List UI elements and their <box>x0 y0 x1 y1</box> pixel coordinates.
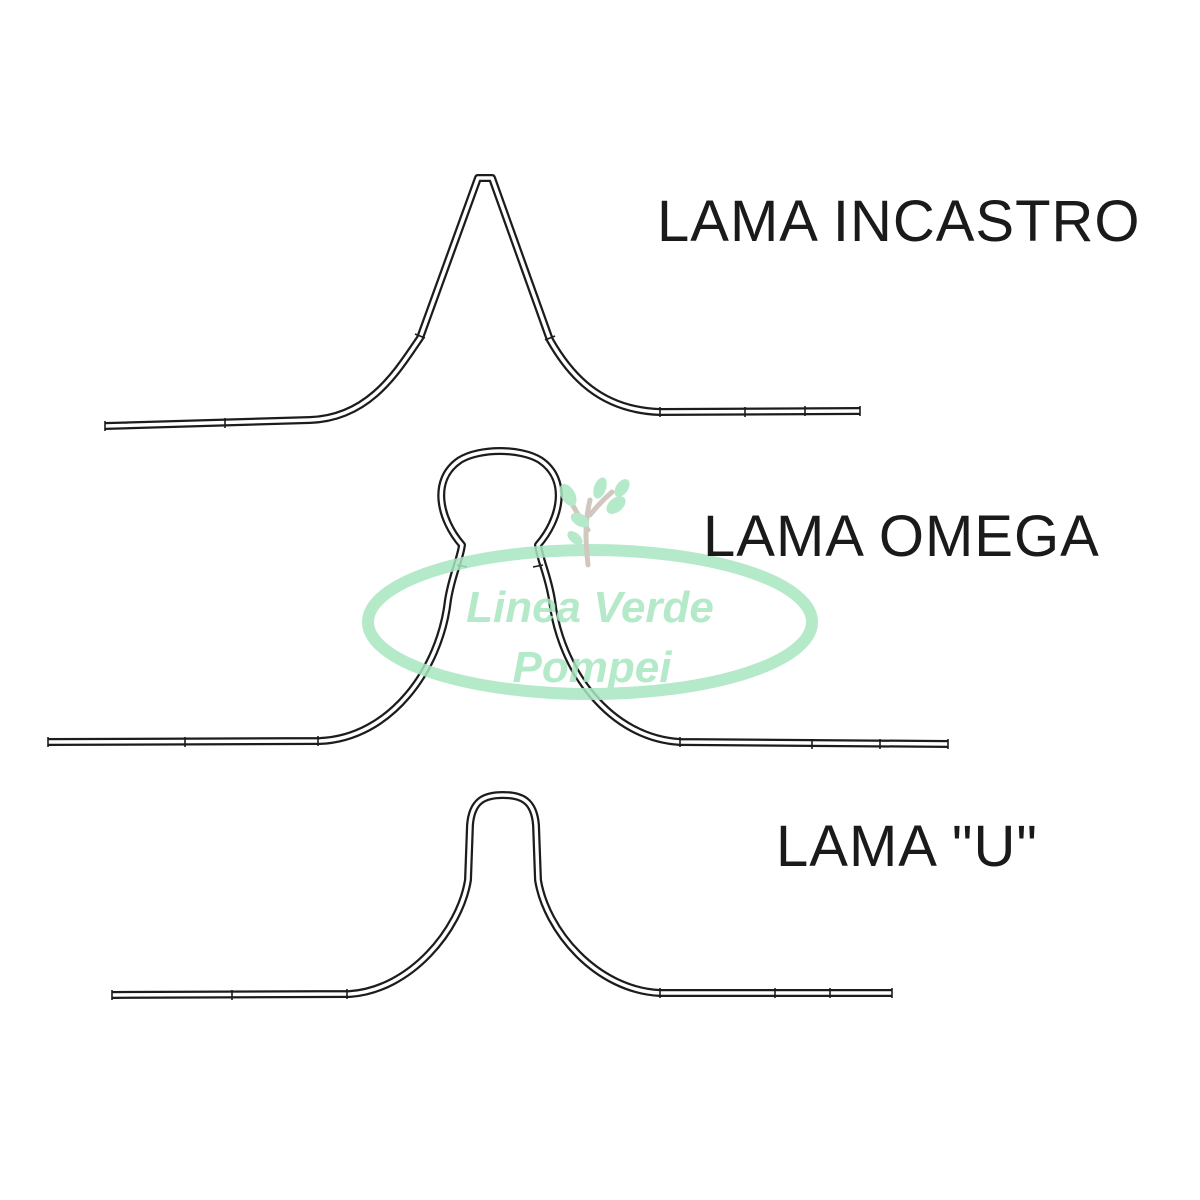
blade-u <box>111 791 893 1000</box>
watermark-ellipse <box>362 544 818 700</box>
watermark-leaves-icon <box>559 477 630 545</box>
label-lama-u: LAMA "U" <box>776 814 1038 879</box>
label-lama-incastro: LAMA INCASTRO <box>657 189 1141 254</box>
watermark-line1: Linea Verde <box>466 583 714 632</box>
label-lama-omega: LAMA OMEGA <box>703 504 1100 569</box>
blade-omega <box>47 447 949 749</box>
watermark-logo: Linea Verde Pompei <box>362 477 818 700</box>
blade-incastro <box>104 174 861 431</box>
watermark-line2: Pompei <box>513 643 673 692</box>
